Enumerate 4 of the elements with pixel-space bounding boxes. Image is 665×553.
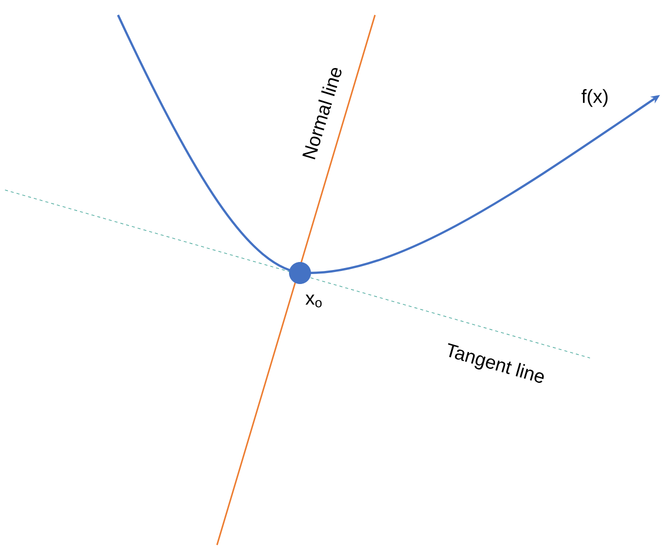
curve-label: Tangent line — [448, 343, 544, 383]
curve-label: f(x) — [582, 89, 608, 107]
curve-label: x$_{o}$ — [306, 294, 322, 308]
curve-label: Normal line — [302, 68, 342, 160]
